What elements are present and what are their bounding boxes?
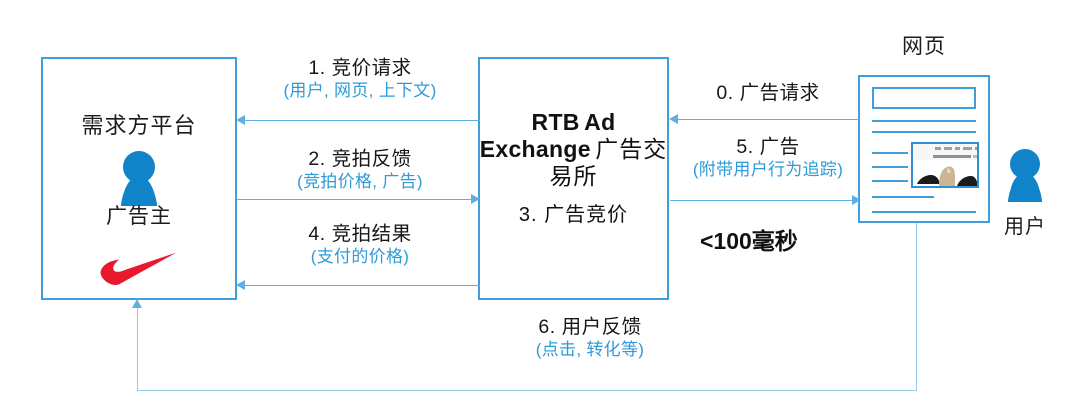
person-icon [113, 150, 165, 208]
flow-4-main: 4. 竞拍结果 [308, 223, 412, 245]
dsp-subtitle: 广告主 [106, 205, 172, 228]
ad-caption-line [933, 155, 971, 158]
webpage-text-line [872, 166, 908, 168]
flow-2-arrowhead [471, 194, 480, 204]
webpage-text-line [872, 131, 976, 133]
webpage-text-line [872, 180, 908, 182]
dsp-title: 需求方平台 [81, 113, 197, 138]
flow-0-arrowhead [669, 114, 678, 124]
flow-0-line [673, 119, 859, 120]
flow-1-sub: (用户, 网页, 上下文) [283, 80, 437, 100]
flow-label-step-0: 0. 广告请求 [676, 82, 860, 106]
flow-6-sub: (点击, 转化等) [535, 339, 645, 359]
flow-1-arrowhead [236, 115, 245, 125]
webpage-header-block [872, 87, 976, 109]
flow-2-line [237, 199, 475, 200]
flow-2-main: 2. 竞拍反馈 [308, 148, 412, 170]
flow-label-step-1: 1. 竞价请求 (用户, 网页, 上下文) [252, 57, 468, 102]
ad-caption-line [973, 155, 977, 158]
flow-5-sub: (附带用户行为追踪) [692, 159, 844, 179]
webpage-text-line [872, 196, 934, 198]
flow-6-line-vertical-left [137, 306, 138, 391]
nike-swoosh-logo [98, 252, 178, 286]
flow-6-arrowhead [132, 299, 142, 308]
rtb-node-box [478, 57, 669, 300]
person-icon [1000, 148, 1050, 204]
webpage-text-line [872, 152, 908, 154]
flow-4-sub: (支付的价格) [310, 246, 410, 266]
flow-0-main: 0. 广告请求 [716, 82, 820, 104]
webpage-text-line [872, 120, 976, 122]
sneaker-ad-image [913, 160, 977, 186]
rtb-step-3-label: 3. 广告竞价 [518, 204, 629, 227]
webpage-ad-banner[interactable] [911, 142, 979, 188]
ad-nav-bar [919, 147, 977, 151]
webpage-title: 网页 [902, 35, 946, 58]
user-label: 用户 [1004, 216, 1046, 238]
rtb-line-2: Ad Exchange [479, 109, 616, 163]
flow-1-main: 1. 竞价请求 [308, 57, 412, 79]
flow-label-step-4: 4. 竞拍结果 (支付的价格) [252, 223, 468, 268]
rtb-line-1: RTB [531, 109, 580, 135]
flow-1-line [240, 120, 480, 121]
flow-5-main: 5. 广告 [736, 136, 800, 158]
flow-label-step-5: 5. 广告 (附带用户行为追踪) [672, 136, 864, 181]
latency-annotation: <100毫秒 [700, 228, 798, 254]
flow-2-sub: (竞拍价格, 广告) [297, 171, 423, 191]
flow-4-line [240, 285, 480, 286]
flow-label-step-6: 6. 用户反馈 (点击, 转化等) [480, 316, 700, 361]
flow-4-arrowhead [236, 280, 245, 290]
flow-6-line-horizontal [137, 390, 917, 391]
flow-5-arrowhead [852, 195, 861, 205]
flow-5-line [670, 200, 856, 201]
webpage-text-line [872, 211, 976, 213]
flow-label-step-2: 2. 竞拍反馈 (竞拍价格, 广告) [252, 148, 468, 193]
flow-6-main: 6. 用户反馈 [538, 316, 642, 338]
flow-6-line-vertical-right [916, 223, 917, 391]
rtb-line-3: 广告交易所 [549, 136, 668, 190]
rtb-node-text: RTB Ad Exchange 广告交易所 3. 广告竞价 [478, 109, 669, 228]
